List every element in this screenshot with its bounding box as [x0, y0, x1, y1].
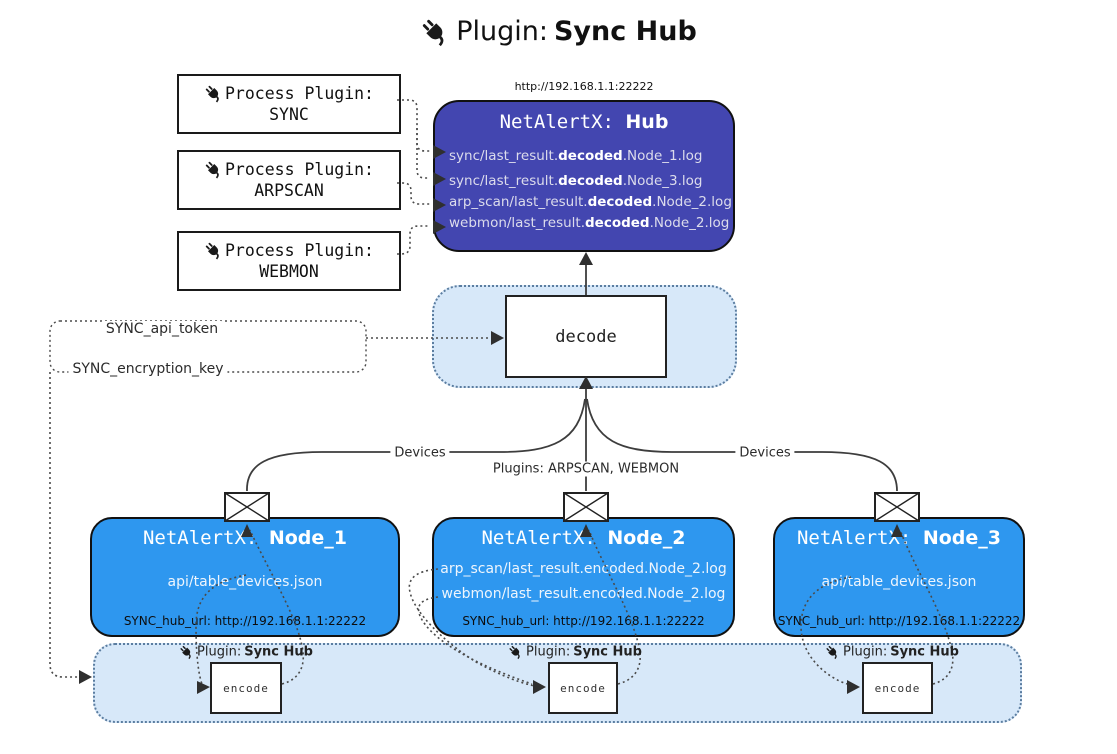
- edge-sync-to-hub-1: [397, 99, 430, 152]
- process-plugin-name: WEBMON: [259, 262, 319, 281]
- encoder3-plugin-label: Plugin: Sync Hub: [825, 644, 959, 660]
- node1-box: NetAlertX: Node_1 api/table_devices.json…: [90, 517, 400, 637]
- encoder1-plugin-label: Plugin: Sync Hub: [179, 644, 313, 660]
- process-plugin-webmon-box: Process Plugin: WEBMON: [177, 231, 401, 291]
- node-title-bold: Node_1: [268, 527, 347, 549]
- node-file-line: webmon/last_result.encoded.Node_2.log: [441, 586, 726, 602]
- encoder-label-prefix: Plugin:: [526, 644, 571, 660]
- process-plugin-name: SYNC: [269, 105, 309, 124]
- encoder2-plugin-label: Plugin: Sync Hub: [508, 644, 642, 660]
- encode3-box: encode: [862, 662, 933, 714]
- node3-box: NetAlertX: Node_3 api/table_devices.json…: [773, 517, 1025, 637]
- plug-icon: [203, 241, 223, 260]
- hub-box: NetAlertX: Hub sync/last_result.decoded.…: [433, 100, 735, 252]
- log-post: .Node_2.log: [649, 215, 730, 231]
- encoder-label-name: Sync Hub: [573, 644, 642, 660]
- devices-right-label: Devices: [735, 445, 795, 461]
- hub-log-line: webmon/last_result.decoded.Node_2.log: [449, 214, 733, 232]
- plug-icon: [420, 16, 451, 47]
- page-title: Plugin: Sync Hub: [0, 16, 1117, 47]
- log-pre: webmon/last_result.: [449, 215, 586, 231]
- hub-title: NetAlertX: Hub: [435, 111, 733, 133]
- node-title: NetAlertX: Node_2: [481, 527, 685, 549]
- log-post: .Node_1.log: [622, 148, 703, 164]
- encoder-label-prefix: Plugin:: [843, 644, 888, 660]
- hub-log-list: sync/last_result.decoded.Node_1.log sync…: [435, 140, 733, 232]
- hub-log-line: arp_scan/last_result.decoded.Node_2.log: [449, 193, 733, 211]
- node-title: NetAlertX: Node_1: [143, 527, 347, 549]
- encoder-label-name: Sync Hub: [244, 644, 313, 660]
- hub-url-label: http://192.168.1.1:22222: [514, 80, 654, 93]
- encode1-box: encode: [210, 662, 282, 714]
- node-file-line: api/table_devices.json: [167, 573, 323, 590]
- process-plugin-name: ARPSCAN: [254, 181, 324, 200]
- hub-title-bold: Hub: [625, 111, 669, 133]
- hub-title-mono: NetAlertX:: [499, 111, 614, 133]
- node-title-bold: Node_2: [607, 527, 686, 549]
- node-file-line: api/table_devices.json: [821, 573, 977, 590]
- page-title-name: Sync Hub: [553, 16, 697, 47]
- process-plugin-sync-box: Process Plugin: SYNC: [177, 74, 401, 134]
- node-hub-url: SYNC_hub_url: http://192.168.1.1:22222: [123, 614, 367, 628]
- log-bold: decoded: [558, 148, 623, 164]
- log-bold: decoded: [585, 215, 650, 231]
- hub-log-line: sync/last_result.decoded.Node_1.log: [449, 147, 733, 165]
- process-plugin-label: Process Plugin:: [224, 241, 374, 260]
- log-pre: sync/last_result.: [449, 148, 559, 164]
- plug-icon: [179, 644, 195, 660]
- plug-icon: [825, 644, 841, 660]
- edge-settings-to-encoders: [49, 372, 79, 678]
- encode2-box: encode: [548, 662, 618, 714]
- decode-box: decode: [505, 295, 667, 378]
- edge-webmon-to-hub: [397, 225, 430, 255]
- process-plugin-arpscan-box: Process Plugin: ARPSCAN: [177, 150, 401, 210]
- log-pre: sync/last_result.: [449, 173, 559, 189]
- log-pre: arp_scan/last_result.: [449, 194, 588, 210]
- node-title-bold: Node_3: [922, 527, 1001, 549]
- node-file-line: arp_scan/last_result.encoded.Node_2.log: [440, 561, 727, 577]
- node-title-mono: NetAlertX:: [142, 527, 258, 549]
- edge-arpscan-to-hub: [397, 182, 430, 205]
- node-hub-url: SYNC_hub_url: http://192.168.1.1:22222: [777, 614, 1021, 628]
- plugins-center-label: Plugins: ARPSCAN, WEBMON: [488, 461, 684, 477]
- process-plugin-label: Process Plugin:: [224, 160, 374, 179]
- plug-icon: [203, 160, 223, 179]
- hub-log-line: sync/last_result.decoded.Node_3.log: [449, 172, 733, 190]
- node2-box: NetAlertX: Node_2 arp_scan/last_result.e…: [432, 517, 735, 637]
- sync-api-token-label: SYNC_api_token: [101, 321, 223, 337]
- process-plugin-label: Process Plugin:: [224, 84, 374, 103]
- plug-icon: [508, 644, 524, 660]
- arrowhead-icon: [79, 670, 92, 684]
- encoder-label-name: Sync Hub: [890, 644, 959, 660]
- log-bold: decoded: [587, 194, 653, 210]
- plug-icon: [203, 84, 223, 103]
- arrowhead-icon: [579, 252, 593, 265]
- node-title-mono: NetAlertX:: [796, 527, 912, 549]
- edge-sync-to-hub-2: [416, 128, 430, 179]
- log-post: .Node_3.log: [622, 173, 703, 189]
- node-title: NetAlertX: Node_3: [797, 527, 1001, 549]
- devices-left-label: Devices: [390, 445, 450, 461]
- page-title-prefix: Plugin:: [456, 16, 548, 47]
- log-bold: decoded: [558, 173, 623, 189]
- sync-encryption-key-label: SYNC_encryption_key: [68, 361, 228, 377]
- encoder-label-prefix: Plugin:: [197, 644, 242, 660]
- log-post: .Node_2.log: [652, 194, 732, 210]
- node-hub-url: SYNC_hub_url: http://192.168.1.1:22222: [462, 614, 705, 628]
- node-title-mono: NetAlertX:: [481, 527, 596, 549]
